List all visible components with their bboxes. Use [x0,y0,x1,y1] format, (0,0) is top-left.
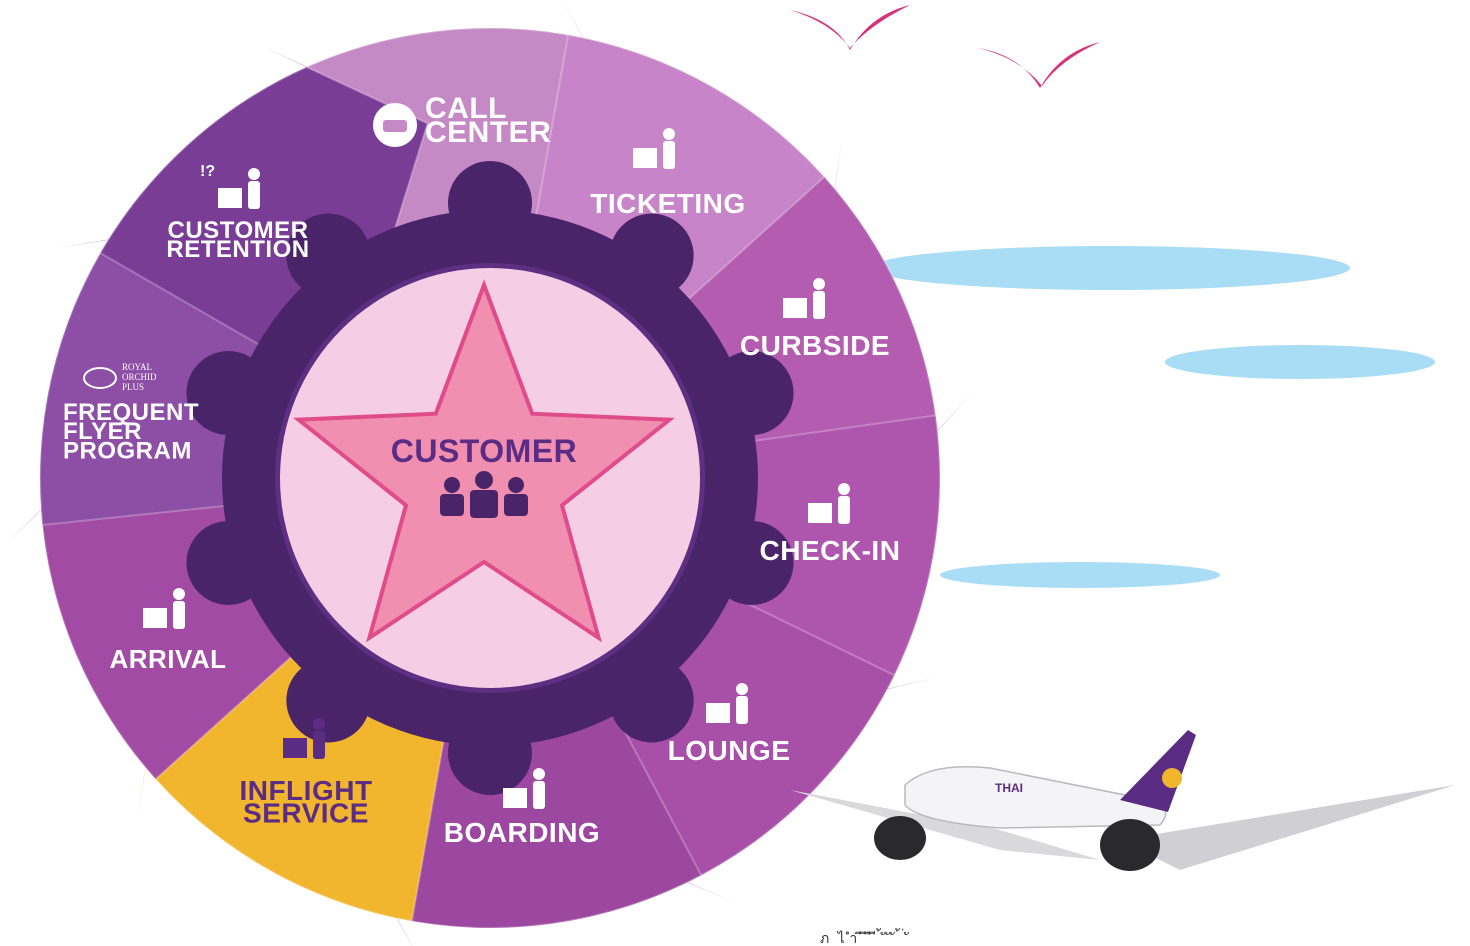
segment-label: CHECK-IN [760,535,901,566]
luggage-cart-icon [783,278,825,319]
gear-tooth [709,351,794,436]
segment-boarding: BOARDING [444,768,600,848]
segment-lounge: LOUNGE [668,683,791,766]
customer-group-icon [440,471,528,518]
process-ring [4,0,974,946]
gear-tooth [286,213,371,298]
arrival-plane-icon [143,588,185,629]
check-in-desk-icon [808,483,850,524]
caption-text: ภ ไ ำ ี ี ื ี ้ ั ั ั ้ ่ ั [820,931,910,946]
segment-label: INFLIGHT [239,775,372,806]
segment-label: TICKETING [590,188,745,219]
airplane-illustration: THAI [790,730,1455,871]
segment-label: CURBSIDE [740,330,890,361]
gear-tooth [286,658,371,743]
airplane-tail-logo-text: THAI [995,781,1023,795]
logo-text: PLUS [122,382,144,392]
gear-tooth [186,520,271,605]
airplane-fuselage [904,766,1167,829]
logo-text: ORCHID [122,372,157,382]
bird-icon [790,5,910,50]
segment-label: CENTER [425,116,551,149]
segment-check-in: CHECK-IN [760,483,901,566]
cloud-shape [1165,345,1435,379]
segment-ticketing: TICKETING [590,128,745,219]
center-label: CUSTOMER [391,433,578,469]
segment-arrival: ARRIVAL [109,588,226,674]
ticket-desk-icon [633,128,675,169]
icon-text: !? [200,163,215,180]
segment-label: CALL [425,92,507,125]
segment-label: FREQUENT [63,399,199,426]
telephone-icon [373,103,417,147]
tail-logo-icon [1162,768,1182,788]
gear-tooth [186,351,271,436]
cloud-shape [940,562,1220,588]
segment-label: PROGRAM [63,437,192,464]
segment-label: FLYER [63,418,142,445]
airplane-wing [1120,785,1455,870]
segment-label: RETENTION [166,236,309,263]
sky-decorations [790,5,1435,588]
gear-tooth [609,658,694,743]
segment-label: BOARDING [444,817,600,848]
customer-retention-icon: !? [200,163,260,209]
segment-label: SERVICE [243,797,369,828]
segment-label: CUSTOMER [168,217,309,244]
cloud-shape [870,246,1350,290]
logo-text: ROYAL [122,362,152,372]
airplane-tail [1120,730,1196,812]
airplane-wing [790,790,1100,860]
segment-label: ARRIVAL [109,644,226,674]
boarding-plane-icon [503,768,545,809]
airplane-engine [1100,819,1160,871]
segment-label: LOUNGE [668,735,791,766]
gear-tooth [448,711,532,795]
customer-star: CUSTOMER [293,279,675,643]
inflight-service-icon [283,718,325,759]
lounge-drink-icon [706,683,748,724]
gear-tooth [448,161,532,245]
segment-curbside: CURBSIDE [740,278,890,361]
gear-tooth [709,520,794,605]
airplane-engine [874,816,926,860]
gear-tooth [609,213,694,298]
bird-icon [978,42,1100,88]
